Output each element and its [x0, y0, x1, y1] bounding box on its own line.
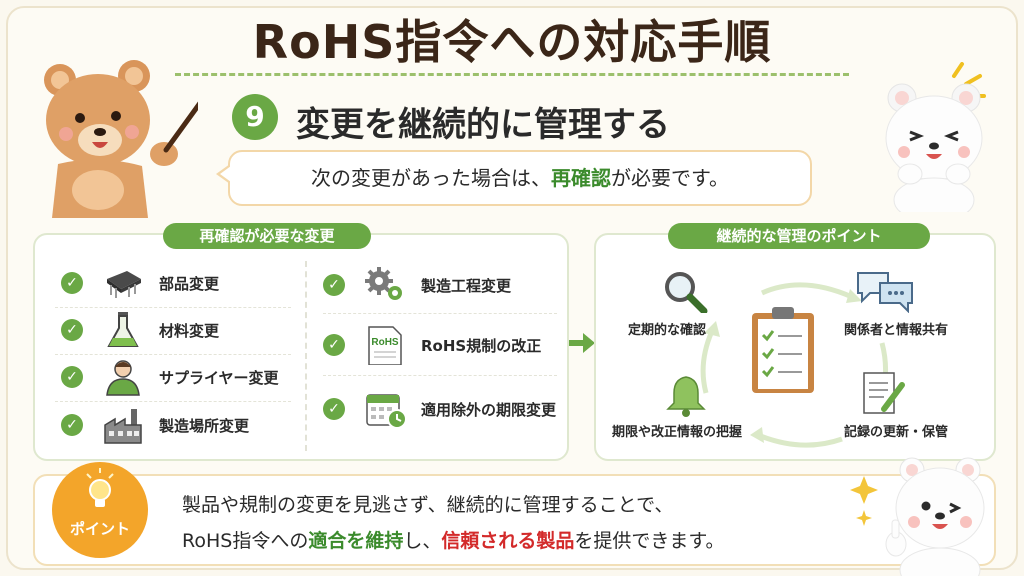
person-icon [106, 360, 140, 396]
callout-text-prefix: 次の変更があった場合は、 [311, 166, 551, 190]
list-item-material-change: ✓ 材料変更 [61, 310, 219, 350]
summary-text: し、 [403, 530, 442, 552]
arrow-right-icon [569, 333, 595, 353]
list-item-label: 材料変更 [159, 321, 220, 340]
check-icon: ✓ [323, 398, 345, 420]
row-separator [55, 401, 291, 402]
point-badge-label: ポイント [69, 520, 130, 538]
list-item-site-change: ✓ 製造場所変更 [61, 405, 249, 445]
summary-panel [33, 474, 996, 566]
list-item-exemption-deadline: ✓ 適用除外の期限変更 [323, 389, 556, 429]
check-icon: ✓ [323, 274, 345, 296]
list-item-label: 製造工程変更 [421, 276, 512, 295]
list-item-process-change: ✓ 製造工程変更 [323, 265, 511, 305]
row-separator [323, 375, 557, 376]
cycle-step-regular-check: 定期的な確認 [628, 323, 707, 338]
title-divider [175, 73, 849, 76]
flask-icon [107, 312, 139, 347]
check-icon: ✓ [61, 366, 83, 388]
magnifier-icon [665, 272, 708, 313]
point-badge [52, 462, 148, 558]
chip-icon [107, 271, 141, 298]
callout-text-suffix: が必要です。 [611, 166, 729, 190]
list-item-rohs-revision: ✓ RoHS RoHS規制の改正 [323, 325, 541, 365]
lightbulb-icon [86, 468, 114, 507]
page-title: RoHS指令への対応手順 [252, 15, 772, 69]
white-bear-illustration [885, 62, 986, 212]
row-separator [55, 307, 291, 308]
white-bear-pointing-illustration [850, 457, 985, 576]
summary-highlight-red: 信頼される製品 [441, 530, 575, 552]
summary-line-1: 製品や規制の変更を見逃さず、継続的に管理することで、 [182, 494, 674, 516]
cycle-step-share-info: 関係者と情報共有 [844, 323, 949, 338]
column-divider [305, 261, 307, 451]
management-points-panel: 継続的な管理のポイント 定期的な確認 関係者と情報共有 記録 [594, 223, 996, 461]
bell-icon [666, 376, 706, 417]
clipboard-checklist-icon [752, 307, 814, 393]
step-title: 変更を継続的に管理する [296, 105, 670, 145]
summary-highlight-green: 適合を維持 [308, 530, 404, 552]
row-separator [55, 354, 291, 355]
factory-icon [104, 409, 142, 444]
summary-text: RoHS指令への [182, 530, 309, 552]
list-item-label: サプライヤー変更 [159, 368, 279, 387]
check-icon: ✓ [323, 334, 345, 356]
recheck-changes-panel: 再確認が必要な変更 ✓ 部品変更 ✓ 材料変更 ✓ [33, 223, 569, 461]
calendar-clock-icon [366, 394, 407, 429]
list-item-supplier-change: ✓ サプライヤー変更 [61, 357, 279, 397]
list-item-label: 製造場所変更 [159, 416, 250, 435]
check-icon: ✓ [61, 272, 83, 294]
brown-bear-illustration [44, 60, 198, 218]
step-number-badge: 9 [232, 94, 278, 140]
document-pen-icon [863, 372, 905, 414]
callout-highlight: 再確認 [551, 166, 611, 190]
summary-text: を提供できます。 [574, 530, 725, 552]
recheck-callout: 次の変更があった場合は、再確認が必要です。 [216, 150, 812, 206]
recheck-changes-tag: 再確認が必要な変更 [163, 223, 371, 249]
svg-text:RoHS: RoHS [371, 337, 399, 348]
check-icon: ✓ [61, 319, 83, 341]
list-item-label: RoHS規制の改正 [421, 336, 542, 355]
row-separator [323, 313, 557, 314]
gears-icon [365, 267, 402, 300]
list-item-parts-change: ✓ 部品変更 [61, 263, 219, 303]
list-item-label: 部品変更 [159, 274, 220, 293]
summary-line-2: RoHS指令への適合を維持し、信頼される製品を提供できます。 [182, 526, 724, 553]
list-item-label: 適用除外の期限変更 [421, 400, 557, 419]
chat-bubbles-icon [857, 272, 913, 313]
check-icon: ✓ [61, 414, 83, 436]
rohs-document-icon: RoHS [368, 326, 402, 365]
cycle-step-update-records: 記録の更新・保管 [844, 425, 949, 440]
cycle-step-track-deadlines: 期限や改正情報の把握 [612, 425, 743, 440]
management-points-tag: 継続的な管理のポイント [668, 223, 930, 249]
